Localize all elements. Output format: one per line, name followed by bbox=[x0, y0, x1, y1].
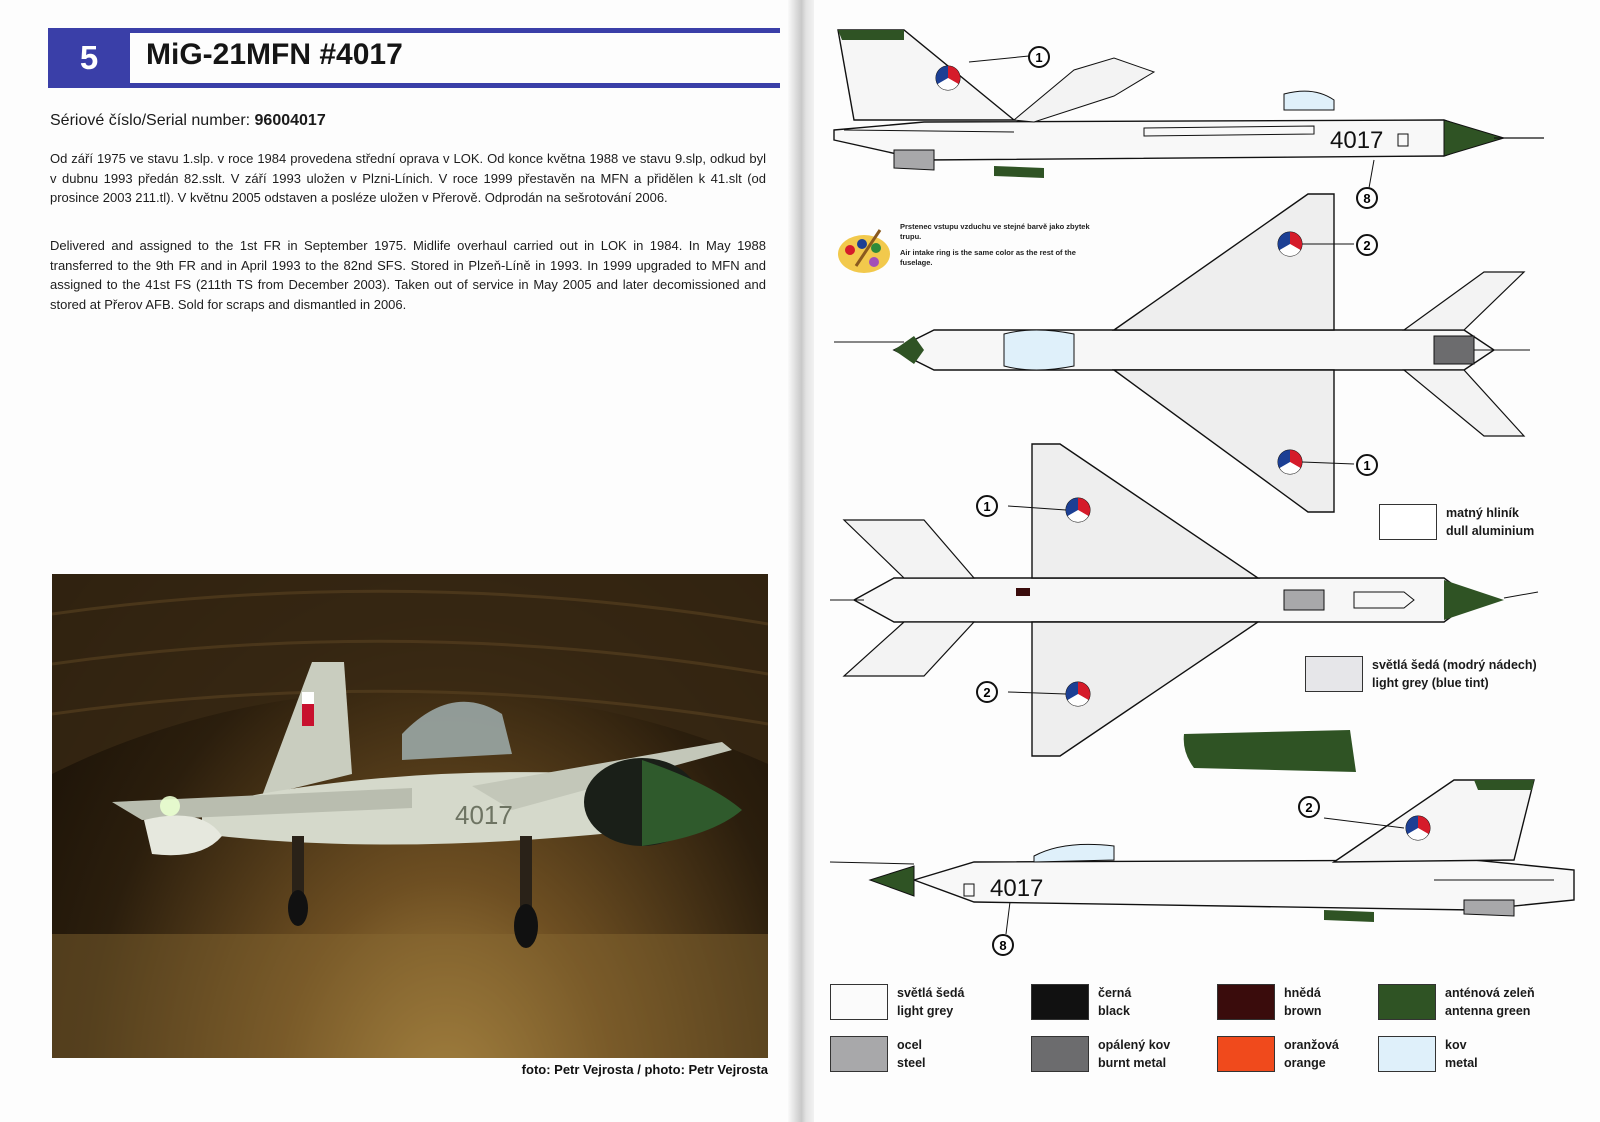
legend-orange: oranžová orange bbox=[1217, 1036, 1339, 1072]
legend-label-en: metal bbox=[1445, 1056, 1478, 1070]
left-page: 5 MiG-21MFN #4017 Sériové číslo/Serial n… bbox=[48, 28, 780, 1077]
legend-label-cz: hnědá bbox=[1284, 986, 1321, 1000]
left-side-view: 4017 bbox=[833, 29, 1544, 189]
swatch-label-cz: světlá šedá (modrý nádech) bbox=[1372, 658, 1537, 672]
swatch-label-en: light grey (blue tint) bbox=[1372, 676, 1489, 690]
serial-value: 96004017 bbox=[254, 112, 326, 129]
callout-roundel-2-bottom: 2 bbox=[976, 681, 998, 703]
legend-label-cz: anténová zeleň bbox=[1445, 986, 1535, 1000]
callout-roundel-1-bottom: 1 bbox=[976, 495, 998, 517]
top-view bbox=[834, 193, 1530, 513]
legend-label-en: brown bbox=[1284, 1004, 1322, 1018]
legend-label-en: light grey bbox=[897, 1004, 954, 1018]
swatch-color bbox=[1305, 656, 1363, 692]
legend-label-cz: černá bbox=[1098, 986, 1132, 1000]
callout-roundel-1-top: 1 bbox=[1356, 454, 1378, 476]
serial-number: Sériové číslo/Serial number: 96004017 bbox=[50, 112, 326, 130]
legend-antenna-green: anténová zeleň antenna green bbox=[1378, 984, 1535, 1020]
callout-roundel-2-side: 2 bbox=[1298, 796, 1320, 818]
page-title: MiG-21MFN #4017 bbox=[146, 38, 403, 71]
swatch-light-grey-blue-tint: světlá šedá (modrý nádech) light grey (bl… bbox=[1305, 656, 1537, 692]
title-bar: 5 MiG-21MFN #4017 bbox=[48, 28, 780, 88]
legend-light-grey: světlá šedá light grey bbox=[830, 984, 964, 1020]
callout-number-8-side: 8 bbox=[992, 934, 1014, 956]
swatch-color bbox=[1031, 1036, 1089, 1072]
legend-steel: ocel steel bbox=[830, 1036, 926, 1072]
legend-label-en: black bbox=[1098, 1004, 1130, 1018]
swatch-color bbox=[1217, 984, 1275, 1020]
legend-label-cz: světlá šedá bbox=[897, 986, 965, 1000]
photo-caption: foto: Petr Vejrosta / photo: Petr Vejros… bbox=[521, 1062, 768, 1077]
swatch-color bbox=[1378, 1036, 1436, 1072]
intake-note: Prstenec vstupu vzduchu ve stejné barvě … bbox=[900, 222, 1110, 274]
legend-label-en: steel bbox=[897, 1056, 926, 1070]
serial-label: Sériové číslo/Serial number: bbox=[50, 112, 255, 129]
photo-tail-number: 4017 bbox=[455, 800, 513, 830]
legend-black: černá black bbox=[1031, 984, 1131, 1020]
legend-brown: hnědá brown bbox=[1217, 984, 1322, 1020]
right-side-view: 4017 bbox=[829, 779, 1575, 935]
legend-label-en: antenna green bbox=[1445, 1004, 1531, 1018]
tail-number-side-1: 4017 bbox=[1330, 127, 1383, 154]
intake-note-english: Air intake ring is the same color as the… bbox=[900, 248, 1076, 267]
history-text-english: Delivered and assigned to the 1st FR in … bbox=[50, 238, 766, 312]
callout-roundel-2: 2 bbox=[1356, 234, 1378, 256]
swatch-color bbox=[830, 984, 888, 1020]
swatch-color bbox=[1217, 1036, 1275, 1072]
swatch-label-en: dull aluminium bbox=[1446, 524, 1535, 538]
legend-metal: kov metal bbox=[1378, 1036, 1478, 1072]
legend-label-en: orange bbox=[1284, 1056, 1326, 1070]
swatch-color bbox=[830, 1036, 888, 1072]
right-page: 4017 bbox=[814, 0, 1600, 1122]
tail-number-side-2: 4017 bbox=[990, 875, 1043, 902]
photo-illustration: 4017 bbox=[52, 574, 768, 1058]
profile-number: 5 bbox=[48, 28, 130, 88]
callout-number-8: 8 bbox=[1356, 187, 1378, 209]
legend-label-cz: kov bbox=[1445, 1038, 1467, 1052]
book-gutter bbox=[788, 0, 818, 1122]
legend-label-cz: oranžová bbox=[1284, 1038, 1339, 1052]
aircraft-photo: 4017 bbox=[52, 574, 768, 1058]
legend-burnt-metal: opálený kov burnt metal bbox=[1031, 1036, 1170, 1072]
legend-label-cz: ocel bbox=[897, 1038, 923, 1052]
title-rule-bottom bbox=[130, 83, 780, 88]
history-text-czech: Od září 1975 ve stavu 1.slp. v roce 1984… bbox=[50, 151, 766, 205]
bottom-view bbox=[830, 443, 1539, 757]
camouflage-drawings: 4017 bbox=[829, 29, 1575, 935]
swatch-color bbox=[1378, 984, 1436, 1020]
title-rule-top bbox=[130, 28, 780, 33]
swatch-label-cz: matný hliník bbox=[1446, 506, 1519, 520]
legend-label-en: burnt metal bbox=[1098, 1056, 1167, 1070]
intake-note-czech: Prstenec vstupu vzduchu ve stejné barvě … bbox=[900, 222, 1090, 241]
callout-roundel-1: 1 bbox=[1028, 46, 1050, 68]
paint-palette-icon bbox=[838, 229, 890, 273]
legend-label-cz: opálený kov bbox=[1098, 1038, 1171, 1052]
nose-cone-detail bbox=[1183, 730, 1356, 772]
swatch-color bbox=[1379, 504, 1437, 540]
swatch-dull-aluminium: matný hliník dull aluminium bbox=[1379, 504, 1534, 540]
swatch-color bbox=[1031, 984, 1089, 1020]
